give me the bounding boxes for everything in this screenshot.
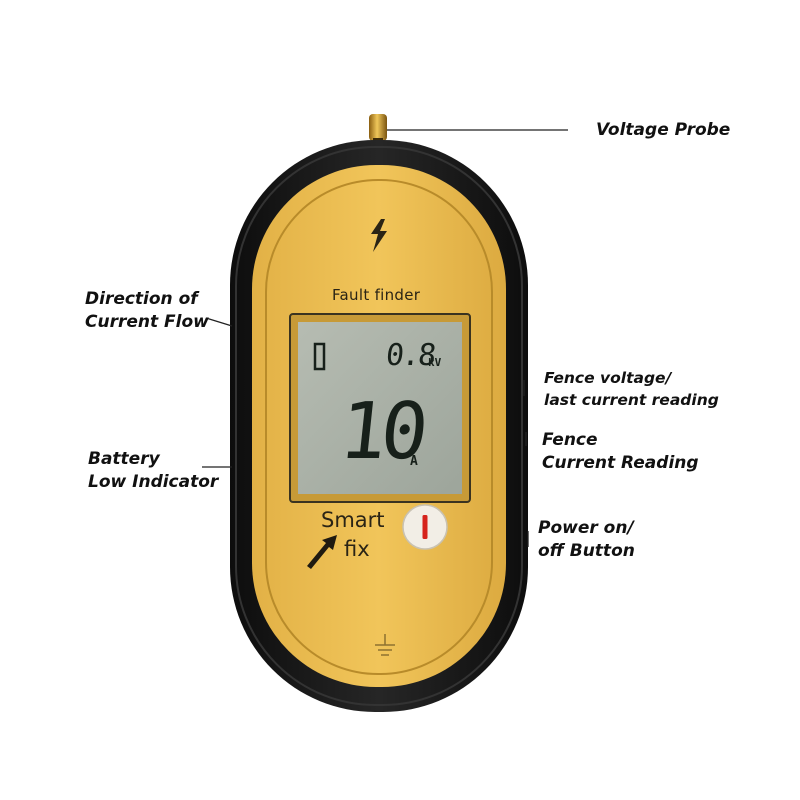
callout-fence-current: Fence Current Reading <box>542 430 699 473</box>
battery-icon <box>313 342 326 371</box>
power-button-icon <box>422 515 428 539</box>
lcd-voltage-unit: kV <box>428 356 442 369</box>
voltage-probe <box>369 114 387 141</box>
power-button[interactable] <box>402 504 448 550</box>
leader-lines <box>202 129 568 547</box>
brand-line1: Smart <box>321 508 385 532</box>
callout-voltage-probe: Voltage Probe <box>596 120 731 140</box>
lcd-screen <box>298 322 462 494</box>
lcd-current-unit: A <box>410 454 418 469</box>
callout-battery: Battery Low Indicator <box>88 449 219 492</box>
callout-direction: Direction of Current Flow <box>85 289 209 332</box>
lightning-icon <box>371 219 387 252</box>
arrow-icon <box>307 535 337 569</box>
callout-power-button: Power on/ off Button <box>538 518 635 561</box>
ground-symbol-icon <box>375 634 395 656</box>
callout-fence-voltage: Fence voltage/ last current reading <box>544 369 719 409</box>
brand-line2: fix <box>344 537 370 561</box>
device-label: Fault finder <box>332 286 421 304</box>
